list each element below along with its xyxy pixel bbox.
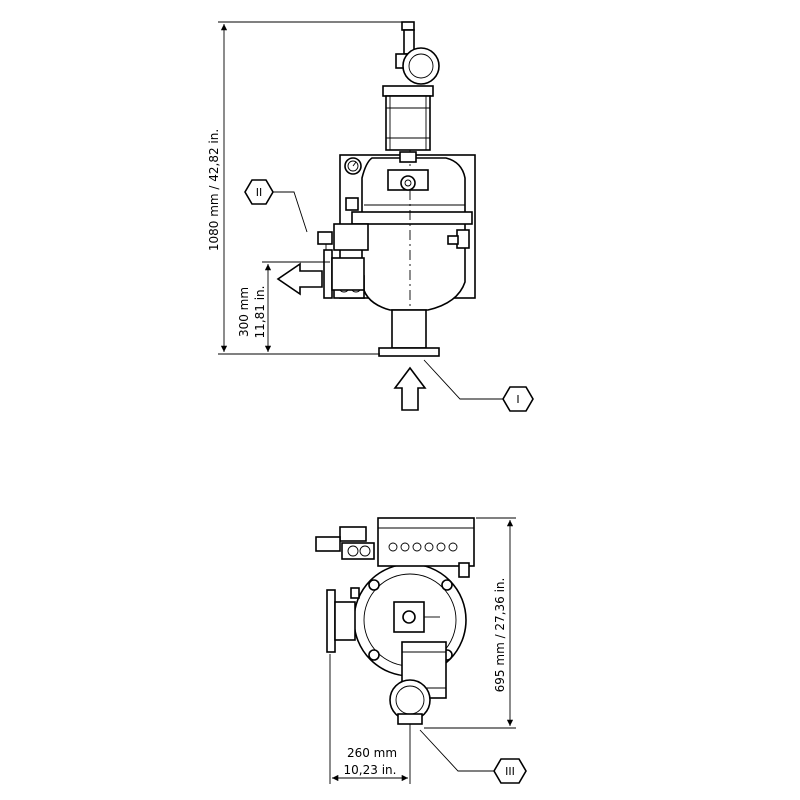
callout-inlet-label: I — [516, 393, 519, 406]
pressure-gauge — [344, 157, 362, 175]
dim-outlet-height-in: 11,81 in. — [253, 286, 267, 339]
dim-width — [329, 654, 411, 784]
callout-inlet — [423, 359, 534, 412]
callout-outlet — [244, 179, 308, 233]
outlet-flange — [323, 249, 365, 299]
callout-drain — [419, 729, 527, 784]
top-view: 695 mm / 27,36 in. 260 mm 10,23 in. III — [315, 517, 527, 784]
dim-depth-label: 695 mm / 27,36 in. — [493, 578, 507, 693]
filter-body — [351, 150, 473, 311]
dim-total-height-label: 1080 mm / 42,82 in. — [207, 129, 221, 251]
dim-outlet-height — [262, 261, 330, 352]
valve-cluster-top — [315, 526, 375, 560]
center-flange-top — [393, 601, 440, 633]
top-exhaust-pipe — [395, 21, 440, 85]
control-box — [447, 229, 470, 249]
actuator-motor — [382, 85, 434, 151]
inlet-pipe — [378, 309, 440, 357]
callout-drain-label: III — [505, 765, 515, 778]
control-cabinet-top — [377, 517, 475, 578]
outlet-flange-top — [326, 587, 360, 653]
outlet-flow-arrow — [276, 262, 323, 296]
dim-width-mm: 260 mm — [347, 746, 397, 760]
dim-depth — [424, 517, 516, 729]
callout-outlet-label: II — [256, 186, 263, 199]
dim-total-height — [218, 21, 404, 355]
exhaust-top — [389, 679, 431, 725]
side-view: 1080 mm / 42,82 in. 300 mm 11,81 in. II … — [207, 21, 534, 412]
dim-width-in: 10,23 in. — [344, 763, 397, 777]
inlet-flow-arrow — [393, 366, 427, 411]
dim-outlet-height-mm: 300 mm — [237, 287, 251, 337]
